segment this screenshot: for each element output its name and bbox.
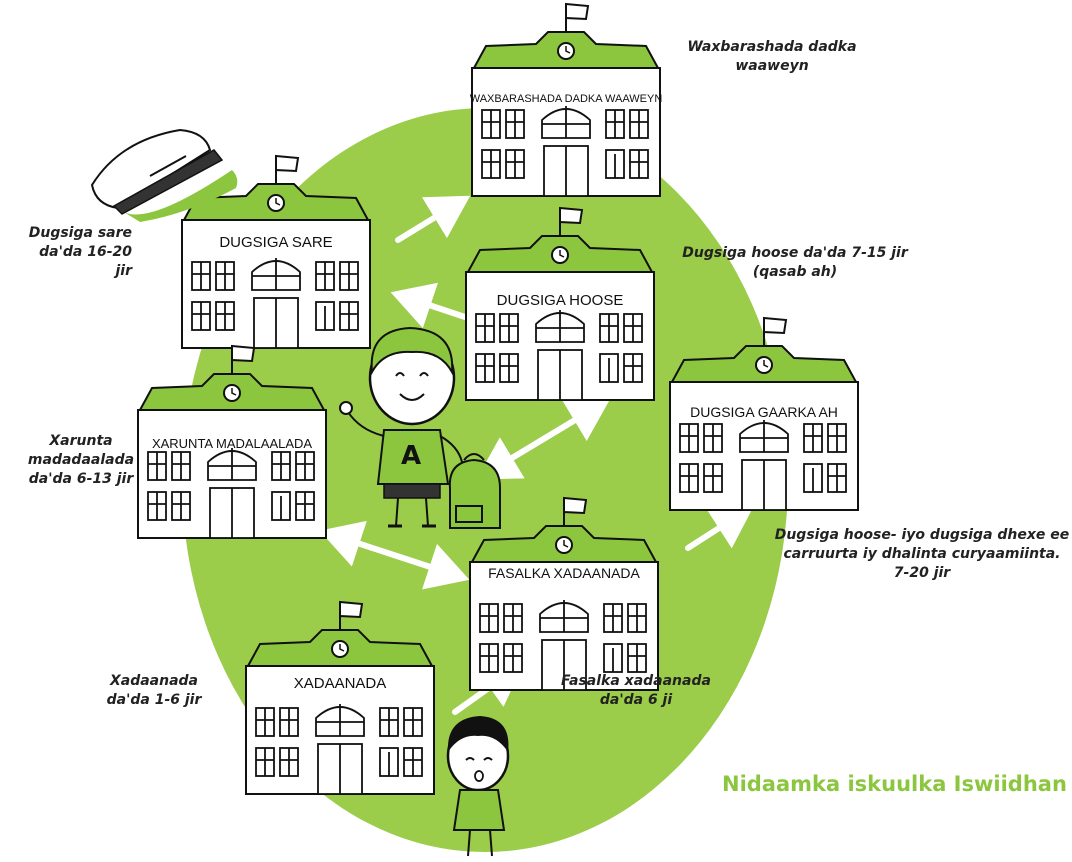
caption-madalaalada: Xarunta madadaalada da'da 6-13 jir [27, 433, 135, 487]
arrow-hoose-to-sare [390, 282, 471, 329]
footer-title: Nidaamka iskuulka Iswiidhan [722, 772, 1067, 796]
building-xadaanada: XADAANADA [245, 601, 435, 795]
caption-hoose: Dugsiga hoose da'da 7-15 jir (qasab ah) [682, 245, 908, 280]
arrow-fasalka-to-hoose [476, 398, 611, 480]
sign-waxbarashada: WAXBARASHADA DADKA WAAWEYN [470, 93, 663, 105]
arrow-fasalka-to-gaarka [685, 505, 755, 551]
caption-fasalka: Fasalka xadaanada da'da 6 ji [561, 673, 711, 708]
sign-madalaalada: XARUNTA MADALAALADA [152, 436, 312, 451]
child-figure: A [339, 326, 463, 528]
building-sare: DUGSIGA SARE [181, 155, 371, 349]
sign-gaarka: DUGSIGA GAARKA AH [690, 404, 838, 420]
building-waxbarashada: WAXBARASHADA DADKA WAAWEYN [470, 3, 663, 197]
arrow-sare-to-adult [395, 195, 471, 243]
building-hoose: DUGSIGA HOOSE [465, 207, 655, 401]
sign-fasalka: FASALKA XADAANADA [488, 565, 640, 581]
shirt-letter: A [401, 441, 421, 471]
building-fasalka: FASALKA XADAANADA [469, 497, 659, 691]
building-madalaalada: XARUNTA MADALAALADA [137, 345, 327, 539]
sign-hoose: DUGSIGA HOOSE [497, 292, 624, 309]
caption-gaarka: Dugsiga hoose- iyo dugsiga dhexe ee carr… [774, 527, 1070, 581]
backpack-icon [448, 453, 501, 529]
sign-xadaanada: XADAANADA [294, 675, 387, 692]
caption-xadaanada: Xadaanada da'da 1-6 jir [106, 673, 202, 708]
graduation-cap-icon [90, 128, 238, 222]
building-gaarka: DUGSIGA GAARKA AH [669, 317, 859, 511]
toddler-figure [446, 716, 510, 857]
caption-sare: Dugsiga sare da'da 16-20 jir [28, 225, 132, 279]
caption-waxbarashada: Waxbarashada dadka waaweyn [687, 39, 857, 74]
arrow-madalaalada-fasalka [319, 520, 470, 590]
sign-sare: DUGSIGA SARE [219, 234, 332, 251]
